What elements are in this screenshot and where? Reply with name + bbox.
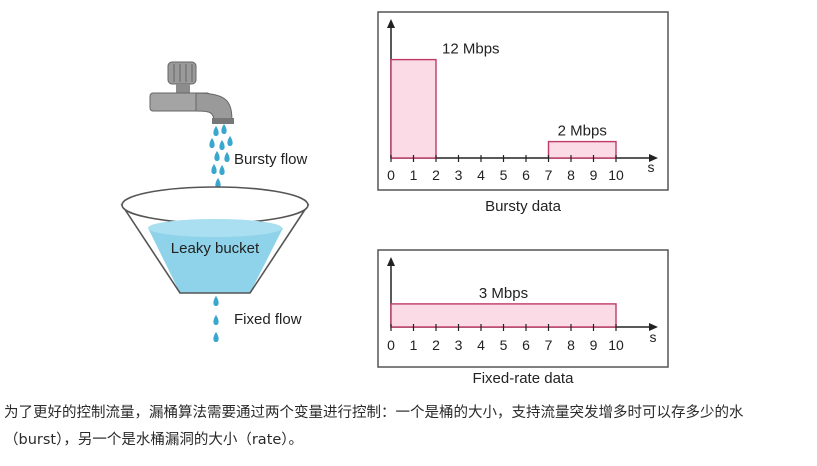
x-tick-label: 3 (455, 167, 463, 183)
x-axis-arrow (649, 323, 658, 331)
y-axis-arrow (387, 257, 395, 266)
water-drop-icon (219, 165, 225, 175)
water-drop-icon (219, 140, 225, 150)
water-drop-icon (227, 136, 233, 146)
faucet-icon (149, 61, 234, 124)
x-tick-label: 4 (477, 167, 485, 183)
x-tick-label: 6 (522, 167, 530, 183)
x-tick-label: 0 (387, 167, 395, 183)
fixed-flow-label: Fixed flow (234, 311, 302, 328)
bar-value-label: 3 Mbps (479, 285, 528, 302)
x-tick-label: 8 (567, 167, 575, 183)
x-tick-label: 0 (387, 337, 395, 353)
x-tick-label: 7 (545, 337, 553, 353)
x-tick-label: 7 (545, 167, 553, 183)
water-drop-icon (213, 315, 219, 325)
x-tick-label: 2 (432, 337, 440, 353)
x-tick-label: 1 (410, 337, 418, 353)
x-tick-label: 6 (522, 337, 530, 353)
leaky-bucket-label: Leaky bucket (171, 240, 260, 257)
bursty-flow-label: Bursty flow (234, 151, 308, 168)
x-tick-label: 9 (590, 167, 598, 183)
water-drop-icon (214, 151, 220, 161)
x-tick-label: 10 (608, 337, 624, 353)
x-tick-label: 5 (500, 167, 508, 183)
bar-value-label: 12 Mbps (442, 41, 500, 58)
water-drops-bursty (209, 124, 233, 200)
water-drops-fixed (213, 296, 219, 342)
water-drop-icon (213, 332, 219, 342)
x-tick-label: 9 (590, 337, 598, 353)
water-drop-icon (215, 178, 221, 188)
x-tick-label: 8 (567, 337, 575, 353)
water-drop-icon (209, 138, 215, 148)
caption-text: 为了更好的控制流量，漏桶算法需要通过两个变量进行控制：一个是桶的大小，支持流量突… (4, 405, 744, 448)
x-tick-label: 2 (432, 167, 440, 183)
water-drop-icon (211, 164, 217, 174)
y-axis-arrow (387, 19, 395, 28)
x-tick-label: 3 (455, 337, 463, 353)
x-tick-label: 10 (608, 167, 624, 183)
water-drop-icon (213, 296, 219, 306)
x-tick-label: 5 (500, 337, 508, 353)
x-unit-label: s (650, 329, 657, 345)
bucket-icon (120, 186, 310, 294)
bar (547, 140, 617, 159)
x-tick-label: 1 (410, 167, 418, 183)
water-drop-icon (221, 124, 227, 134)
water-drop-icon (224, 152, 230, 162)
x-axis-arrow (649, 154, 658, 162)
x-unit-label: s (648, 159, 655, 175)
chart-title: Fixed-rate data (473, 370, 575, 387)
bar (390, 303, 617, 328)
water-drop-icon (213, 126, 219, 136)
chart-title: Bursty data (485, 198, 562, 215)
x-tick-label: 4 (477, 337, 485, 353)
bar (390, 58, 437, 159)
bar-value-label: 2 Mbps (558, 123, 607, 140)
